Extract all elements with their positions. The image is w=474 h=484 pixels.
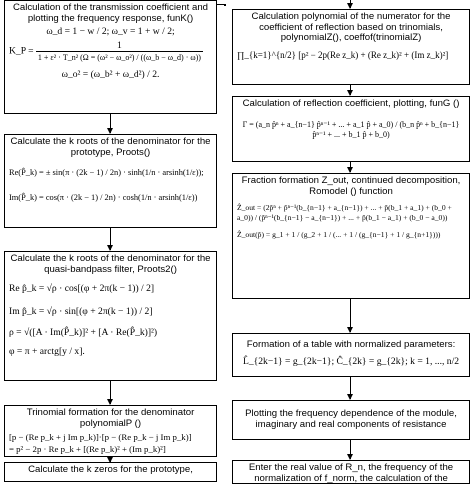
formula: φ = π + arctg[y / x].: [9, 346, 85, 357]
box-title: Calculation of reflection coefficient, p…: [242, 98, 460, 109]
formula: = p² − 2p · Re p_k + [(Re p_k)² + (Im p_…: [9, 444, 166, 454]
formula: Im p̂_k = √ρ · sin[(φ + 2π(k − 1)) / 2]: [9, 306, 153, 317]
box-bandpass-roots: Calculate the k roots of the denominator…: [4, 251, 217, 381]
formula: Re(P̂_k) = ± sin(π · (2k − 1) / 2n) · si…: [9, 168, 204, 177]
box-normalized-table: Formation of a table with normalized par…: [232, 333, 470, 377]
flow-arrow: [347, 162, 353, 173]
formula: ∏_{k=1}^{n/2} [p² − 2p(Re z_k) + (Re z_k…: [237, 49, 449, 60]
formula: ρ = √([A · Im(P̂_k)]² + [A · Re(P̂_k)]²): [9, 327, 158, 338]
flow-connector: [224, 4, 226, 6]
box-title: Calculation polynomial of the numerator …: [251, 11, 451, 43]
box-title: Plotting the frequency dependence of the…: [245, 408, 457, 430]
box-title: Enter the real value of R_n, the frequen…: [248, 462, 454, 484]
box-trinomial-formation: Trinomial formation for the denominator …: [4, 405, 217, 457]
formula: Im(P̂_k) = cos(π · (2k − 1) / 2n) · cosh…: [9, 193, 198, 202]
flow-arrow: [347, 299, 353, 333]
formula: Ẑ_out(p̂) = g_1 + 1 / (g_2 + 1 / (... + …: [237, 230, 441, 239]
box-title: Fraction formation Z_out, continued deco…: [241, 175, 461, 197]
flow-arrow: [347, 377, 353, 400]
flow-arrow: [107, 228, 113, 251]
box-denormalization: Enter the real value of R_n, the frequen…: [232, 460, 470, 484]
box-prototype-zeros: Calculate the k zeros for the prototype,: [4, 462, 217, 482]
formula: K_P = 1 1 + ε² · T_n² (Ω = (ω² − ω_o²) /…: [5, 40, 216, 63]
fraction: 1 1 + ε² · T_n² (Ω = (ω² − ω_o²) / ((ω_b…: [35, 40, 203, 63]
box-continued-fraction: Fraction formation Z_out, continued deco…: [232, 173, 470, 299]
fraction-numerator: 1: [35, 40, 203, 52]
formula: L̂_{2k−1} = g_{2k−1}; Ĉ_{2k} = g_{2k}; k…: [242, 355, 460, 367]
box-title: Calculate the k roots of the denominator…: [10, 253, 211, 275]
fraction-denominator: 1 + ε² · T_n² (Ω = (ω² − ω_o²) / ((ω_b −…: [37, 53, 201, 62]
flow-arrow: [107, 381, 113, 405]
box-frequency-dependence: Plotting the frequency dependence of the…: [232, 400, 470, 440]
flow-arrow: [347, 85, 353, 96]
formula-lhs: K_P =: [9, 45, 34, 57]
formula: ω_o² = (ω_b² + ω_d²) / 2.: [61, 69, 160, 80]
formula: [p − (Re p_k + j Im p_k)]·[p − (Re p_k −…: [9, 432, 192, 442]
box-title: Calculate the k zeros for the prototype,: [28, 464, 193, 475]
box-transmission-coefficient: Calculation of the transmission coeffici…: [4, 0, 217, 114]
flow-arrow: [107, 457, 113, 463]
box-title: Formation of a table with normalized par…: [246, 339, 456, 350]
box-numerator-polynomial: Calculation polynomial of the numerator …: [232, 9, 470, 85]
box-title: Calculation of the transmission coeffici…: [12, 2, 208, 24]
box-prototype-roots: Calculate the k roots of the denominator…: [4, 134, 217, 228]
formula: Ẑ_out = (2p̂ⁿ + p̂ⁿ⁻¹(b_{n−1} + a_{n−1})…: [237, 203, 452, 222]
flow-arrow: [347, 440, 353, 460]
flow-arrow: [347, 0, 353, 9]
box-title: Trinomial formation for the denominator …: [26, 407, 195, 429]
formula: ω_d = 1 − w / 2; ω_v = 1 + w / 2;: [46, 26, 175, 37]
flow-arrow: [107, 114, 113, 134]
box-title: Calculate the k roots of the denominator…: [10, 136, 211, 158]
formula: Γ = (a_n p̂ⁿ + a_{n−1} p̂ⁿ⁻¹ + ... + a_1…: [242, 119, 460, 139]
formula: Re p̂_k = √ρ · cos[(φ + 2π(k − 1)) / 2]: [9, 283, 155, 294]
box-reflection-coefficient: Calculation of reflection coefficient, p…: [232, 96, 470, 162]
flow-connector: [217, 4, 225, 5]
